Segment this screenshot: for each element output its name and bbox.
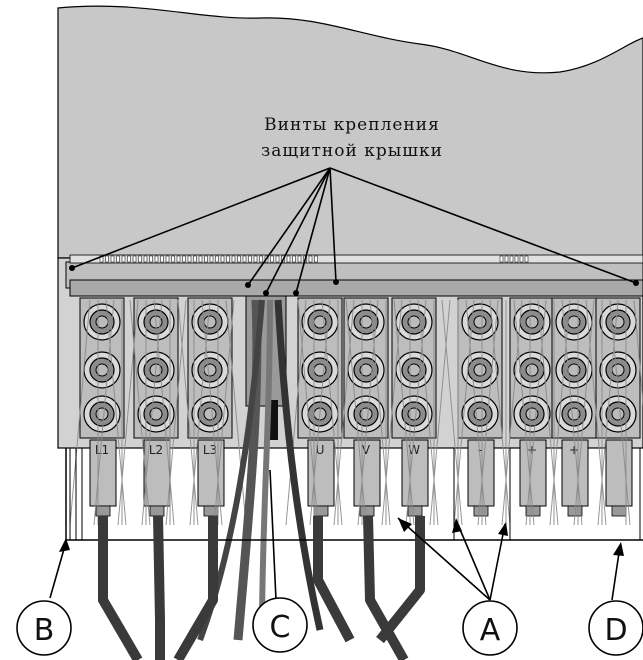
terminal-block: W bbox=[391, 297, 437, 517]
callout-a-label: A bbox=[480, 613, 501, 648]
terminal-label: L3 bbox=[203, 443, 217, 457]
drive-housing bbox=[57, 5, 643, 259]
control-connector-strip bbox=[69, 254, 643, 264]
power-cables bbox=[98, 515, 425, 660]
power-cable bbox=[98, 516, 143, 660]
terminal-bolt bbox=[83, 395, 121, 433]
terminal-label: + bbox=[527, 443, 537, 457]
terminal-bolt bbox=[599, 303, 637, 341]
terminal-label: + bbox=[569, 443, 579, 457]
annotation-leader-lines bbox=[71, 167, 637, 294]
terminal-bolt bbox=[137, 395, 175, 433]
power-cable bbox=[376, 516, 425, 644]
terminal-label: L1 bbox=[95, 443, 109, 457]
power-cable bbox=[313, 516, 355, 643]
connector-pins bbox=[99, 255, 529, 263]
terminal-label: U bbox=[316, 443, 325, 457]
screw-markers bbox=[69, 265, 639, 296]
terminal-bolt bbox=[599, 351, 637, 389]
terminal-bolt bbox=[83, 351, 121, 389]
protective-cover-bar bbox=[69, 279, 643, 297]
wire-hatching bbox=[69, 299, 643, 526]
terminal-label: - bbox=[478, 443, 482, 457]
terminal-label: W bbox=[408, 443, 420, 457]
callout-b-label: B bbox=[34, 613, 55, 648]
power-cable bbox=[363, 515, 409, 660]
callout-d: D bbox=[588, 600, 643, 656]
terminal-bolt bbox=[599, 395, 637, 433]
terminal-block: V bbox=[343, 297, 389, 517]
power-cable bbox=[153, 515, 165, 660]
terminal-block: - bbox=[457, 297, 503, 517]
callout-arrowheads bbox=[59, 518, 624, 556]
terminal-block: + bbox=[509, 297, 555, 517]
bracket-ticks bbox=[65, 448, 641, 540]
terminal-block: L2 bbox=[133, 297, 179, 517]
callout-c: C bbox=[252, 597, 308, 653]
terminal-block: L1 bbox=[79, 297, 125, 517]
terminal-bolt bbox=[461, 395, 499, 433]
annotation-line-1: Винты крепления bbox=[264, 115, 440, 135]
terminal-label: L2 bbox=[149, 443, 163, 457]
callout-b: B bbox=[16, 600, 72, 656]
terminal-blocks: L1 L2 L3 U V W - + + bbox=[69, 297, 643, 526]
terminal-block: + bbox=[551, 297, 597, 517]
callout-leaders bbox=[49, 469, 621, 601]
power-cable bbox=[173, 516, 218, 660]
terminal-bolt bbox=[301, 303, 339, 341]
terminal-label: V bbox=[362, 443, 371, 457]
terminal-bolt bbox=[301, 351, 339, 389]
callout-c-label: C bbox=[270, 610, 291, 645]
terminal-bolt bbox=[513, 395, 551, 433]
callout-a: A bbox=[462, 600, 518, 656]
terminal-block bbox=[595, 297, 641, 517]
annotation-line-2: защитной крышки bbox=[261, 141, 443, 161]
terminal-bolt bbox=[191, 351, 229, 389]
terminal-bolt bbox=[191, 303, 229, 341]
callout-d-label: D bbox=[604, 613, 627, 648]
